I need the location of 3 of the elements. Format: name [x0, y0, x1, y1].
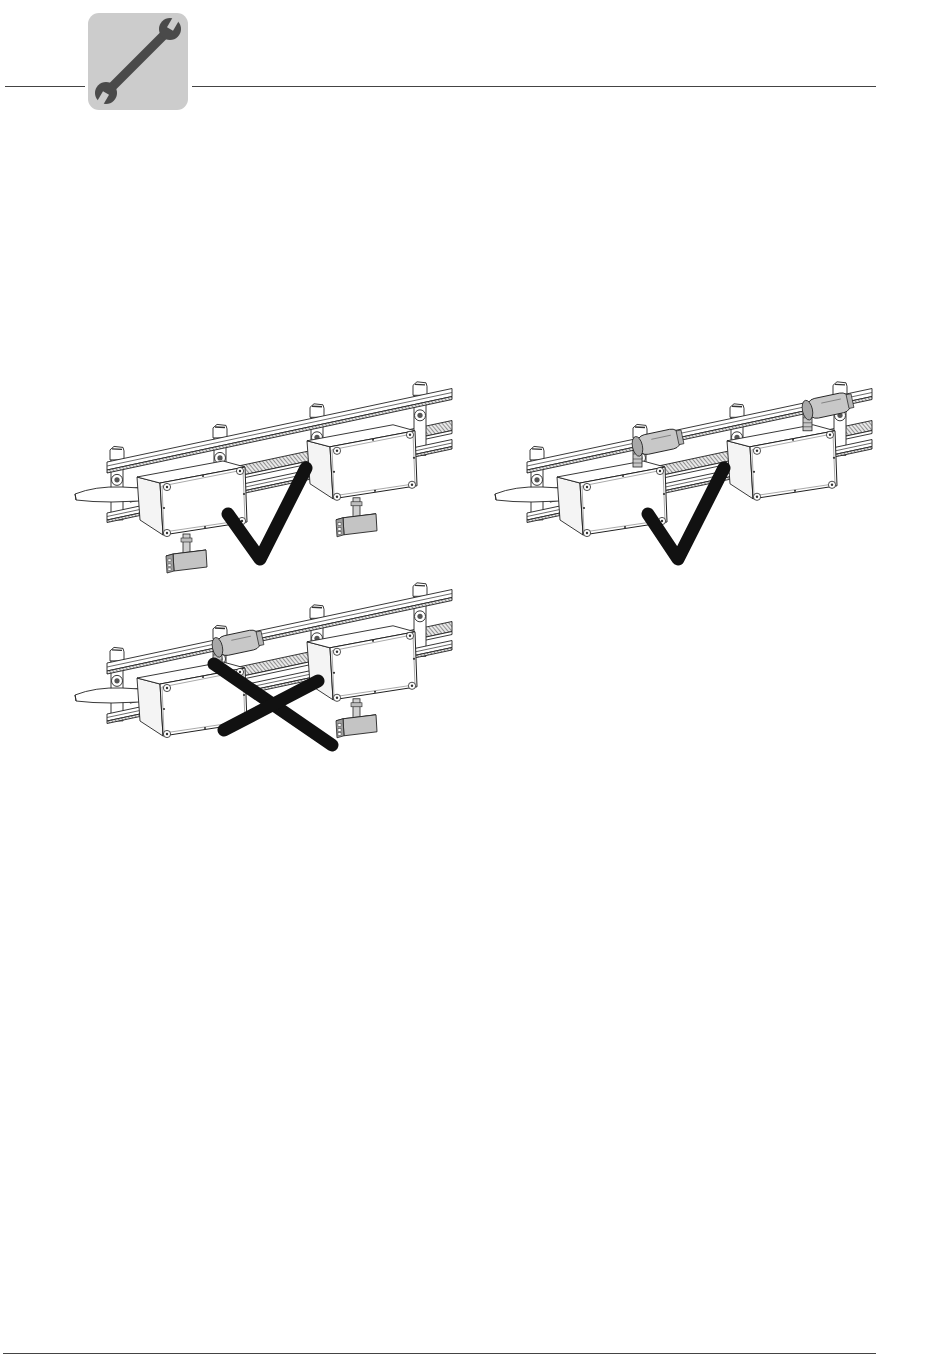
conveyor-rail-illustration [74, 381, 453, 574]
conveyor-rail-illustration [494, 381, 873, 537]
conveyor-rail-illustration [74, 582, 453, 739]
